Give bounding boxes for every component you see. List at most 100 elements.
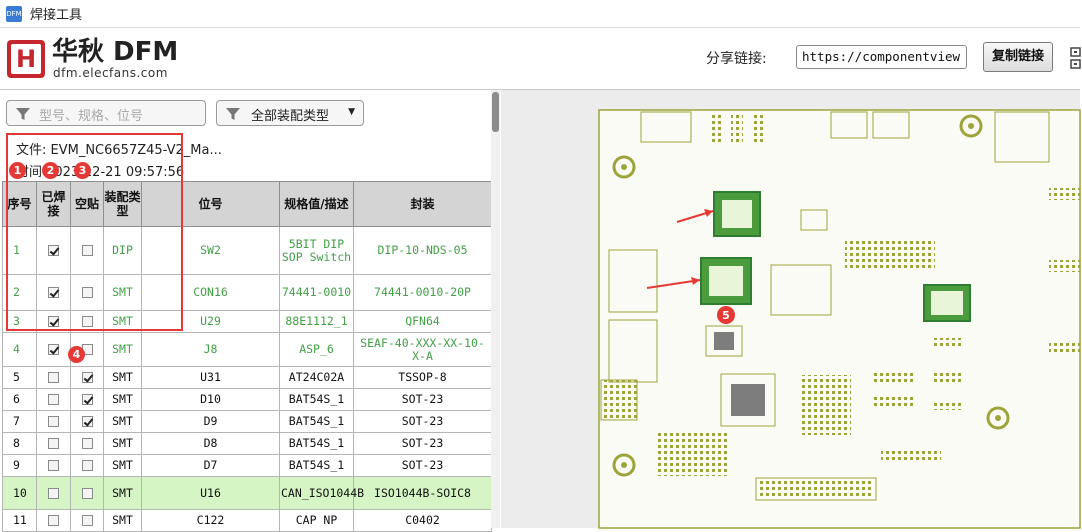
logo-subtitle: dfm.elecfans.com: [53, 66, 168, 80]
row-index: 11: [2, 509, 37, 532]
col-header-spec[interactable]: 规格值/描述: [279, 181, 354, 227]
edge-connector-pins: [758, 480, 874, 498]
welded-cell[interactable]: [36, 432, 71, 455]
assembly-type: SMT: [103, 410, 142, 433]
component: [931, 400, 961, 410]
ref-designator: J8: [141, 332, 280, 367]
pcb-board[interactable]: 5: [501, 90, 1081, 529]
search-filter-input[interactable]: 型号、规格、位号: [6, 100, 206, 126]
empty-mount-cell[interactable]: [70, 388, 104, 411]
empty-mount-checkbox[interactable]: [81, 316, 93, 327]
welded-cell[interactable]: [36, 226, 71, 275]
empty-mount-cell[interactable]: [70, 410, 104, 433]
list-scrollbar[interactable]: [491, 90, 500, 528]
component-top: [830, 111, 868, 139]
annotation-box: [6, 133, 183, 331]
package: SOT-23: [353, 432, 492, 455]
empty-mount-checkbox[interactable]: [81, 460, 93, 471]
welded-cell[interactable]: [36, 509, 71, 532]
scrollbar-thumb[interactable]: [492, 92, 499, 132]
app-header: H 华秋 DFM dfm.elecfans.com 分享链接: https://…: [0, 28, 1082, 90]
copy-link-button[interactable]: 复制链接: [983, 42, 1053, 72]
welded-checkbox[interactable]: [48, 316, 59, 327]
row-index: 7: [2, 410, 37, 433]
assembly-type-select[interactable]: 全部装配类型 ▼: [216, 100, 364, 126]
welded-cell[interactable]: [36, 454, 71, 477]
empty-mount-checkbox[interactable]: [81, 515, 93, 526]
empty-mount-cell[interactable]: [70, 476, 104, 510]
empty-mount-checkbox[interactable]: [81, 372, 93, 383]
col-header-package[interactable]: 封装: [353, 181, 492, 227]
col-header-assembly-type[interactable]: 装配类型: [103, 181, 142, 227]
component: [845, 240, 935, 270]
highlighted-component-u29-body: [709, 266, 743, 296]
spec-value: BAT54S_1: [279, 432, 354, 455]
package: QFN64: [353, 310, 492, 333]
welded-checkbox[interactable]: [48, 416, 59, 427]
assembly-type: SMT: [103, 509, 142, 532]
empty-mount-checkbox[interactable]: [81, 487, 93, 499]
empty-mount-cell[interactable]: [70, 226, 104, 275]
welded-cell[interactable]: [36, 476, 71, 510]
welded-cell[interactable]: [36, 332, 71, 367]
empty-mount-checkbox[interactable]: [81, 287, 93, 298]
package: 74441-0010-20P: [353, 274, 492, 311]
ref-designator: U16: [141, 476, 280, 510]
pcb-view-panel[interactable]: 5: [501, 90, 1081, 529]
empty-mount-checkbox[interactable]: [81, 416, 93, 427]
welded-checkbox[interactable]: [48, 287, 59, 298]
annotation-badge-3: 3: [74, 162, 91, 179]
spec-value: 5BIT DIP SOP Switch: [279, 226, 354, 275]
empty-mount-checkbox[interactable]: [81, 438, 93, 449]
empty-mount-checkbox[interactable]: [81, 245, 93, 256]
empty-mount-cell[interactable]: [70, 432, 104, 455]
col-header-ref[interactable]: 位号: [141, 181, 280, 227]
ref-designator: D9: [141, 410, 280, 433]
component: [770, 264, 832, 316]
col-header-welded[interactable]: 已焊接: [36, 181, 71, 227]
component-top: [751, 114, 763, 144]
component-top: [994, 111, 1050, 163]
welded-checkbox[interactable]: [48, 515, 59, 526]
annotation-badge-5: 5: [722, 309, 730, 322]
welded-cell[interactable]: [36, 366, 71, 389]
table-header-row: 序号 已焊接 空贴 装配类型 位号 规格值/描述 封装: [2, 181, 492, 227]
welded-checkbox[interactable]: [48, 438, 59, 449]
qr-code-icon[interactable]: [1068, 42, 1082, 74]
package: SEAF-40-XXX-XX-10-X-A: [353, 332, 492, 367]
empty-mount-checkbox[interactable]: [81, 394, 93, 405]
component-right: [1049, 260, 1080, 272]
share-url-field[interactable]: https://componentview: [796, 45, 967, 69]
welded-cell[interactable]: [36, 388, 71, 411]
empty-mount-cell[interactable]: [70, 509, 104, 532]
filter-icon: [226, 108, 240, 120]
spec-value: 88E1112_1: [279, 310, 354, 333]
logo-title: 华秋 DFM: [52, 37, 179, 67]
annotation-badge-1: 1: [9, 162, 26, 179]
welded-cell[interactable]: [36, 410, 71, 433]
welded-cell[interactable]: [36, 310, 71, 333]
annotation-badge-5-bg: [717, 306, 735, 324]
welded-checkbox[interactable]: [48, 460, 59, 471]
welded-checkbox[interactable]: [48, 344, 59, 355]
component-right: [1049, 188, 1080, 200]
empty-mount-cell[interactable]: [70, 366, 104, 389]
component: [873, 395, 913, 409]
welded-checkbox[interactable]: [48, 394, 59, 405]
package: SOT-23: [353, 454, 492, 477]
empty-mount-cell[interactable]: [70, 454, 104, 477]
welded-checkbox[interactable]: [48, 372, 59, 383]
window-title: 焊接工具: [30, 8, 83, 23]
welded-checkbox[interactable]: [48, 245, 59, 256]
filter-icon: [16, 108, 30, 120]
welded-checkbox[interactable]: [48, 487, 59, 499]
mount-hole: [986, 406, 1010, 430]
